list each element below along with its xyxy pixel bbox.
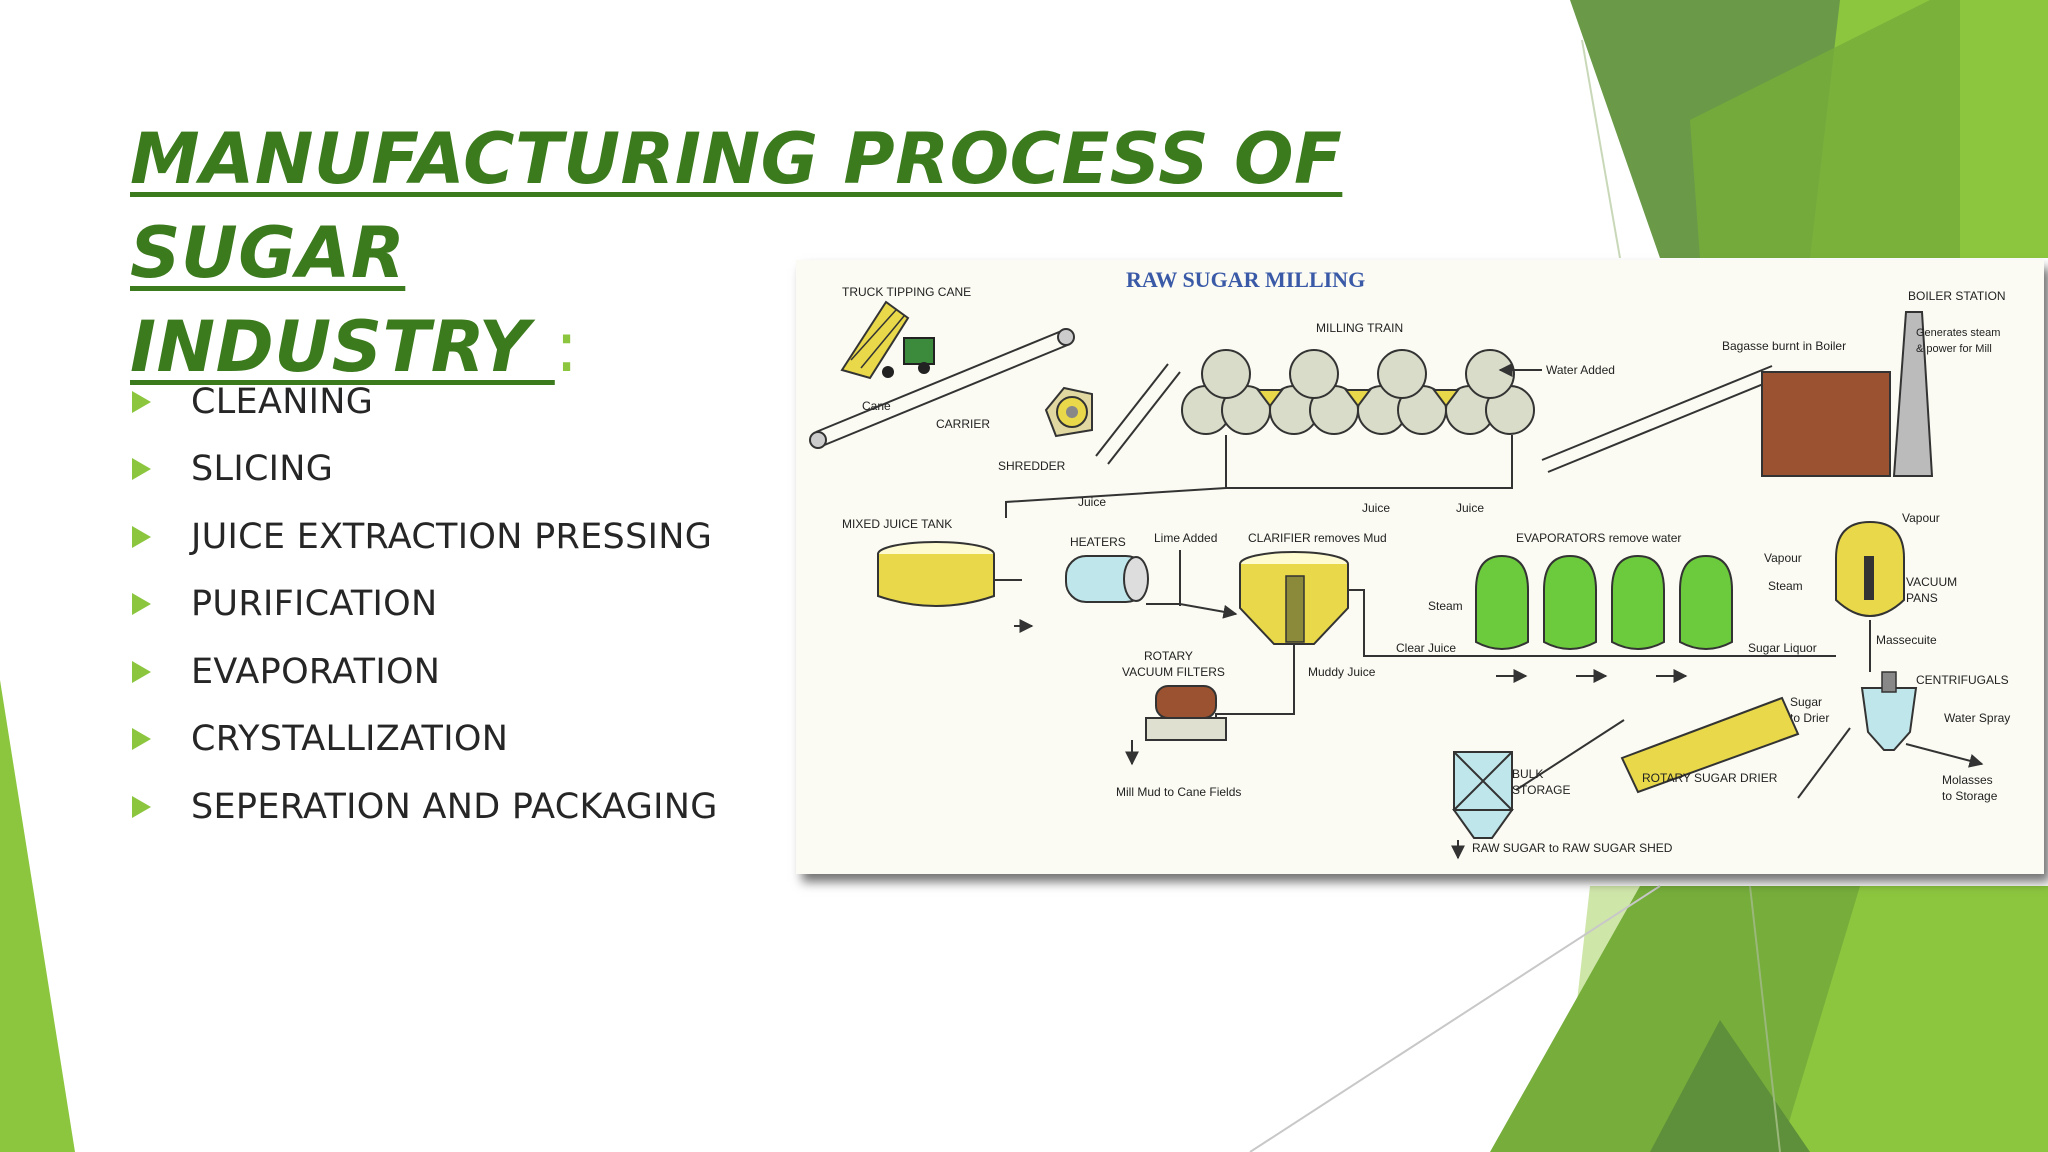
label-water-spray: Water Spray <box>1944 711 2010 725</box>
label-carrier: CARRIER <box>936 417 990 431</box>
bg-shape-top-right-mid <box>1690 0 1960 258</box>
label-steam-1: Steam <box>1428 599 1463 613</box>
label-sugar-to-drier-1: Sugar <box>1790 695 1822 709</box>
label-vacuum-pans-1: VACUUM <box>1906 575 1957 589</box>
list-item-text: EVAPORATION <box>191 651 441 692</box>
diagram-title: RAW SUGAR MILLING <box>1126 267 1365 292</box>
mixed-juice-tank-icon <box>877 541 995 607</box>
bg-thin-line-bottom <box>1249 885 1661 1152</box>
label-boiler-station: BOILER STATION <box>1908 289 2006 303</box>
label-lime-added: Lime Added <box>1154 531 1217 545</box>
label-rotary-filters-1: ROTARY <box>1144 649 1193 663</box>
slide-title-line2: INDUSTRY <box>130 306 555 388</box>
heaters-icon <box>1065 555 1149 603</box>
carrier-conveyor <box>809 328 1075 449</box>
clarifier-icon <box>1239 551 1349 645</box>
label-molasses-2: to Storage <box>1942 789 1998 803</box>
label-boiler-note-1: Generates steam <box>1916 327 2000 339</box>
process-steps-list: CLEANING SLICING JUICE EXTRACTION PRESSI… <box>132 368 718 841</box>
label-bagasse: Bagasse burnt in Boiler <box>1722 339 1846 353</box>
list-item: EVAPORATION <box>132 638 718 706</box>
label-vapour-1: Vapour <box>1764 551 1802 565</box>
label-boiler-note-2: & power for Mill <box>1916 343 1992 355</box>
slide-title-colon: : <box>554 306 579 388</box>
bullet-arrow-icon <box>132 660 151 683</box>
label-muddy-juice: Muddy Juice <box>1308 665 1376 679</box>
juice-pipe <box>1005 435 1513 518</box>
list-item-text: CRYSTALLIZATION <box>191 719 509 760</box>
label-juice-2: Juice <box>1362 501 1390 515</box>
label-sugar-to-drier-2: to Drier <box>1790 711 1829 725</box>
slide-title-line1: MANUFACTURING PROCESS OF SUGAR <box>130 118 1343 294</box>
label-juice-1: Juice <box>1078 495 1106 509</box>
list-item-text: SEPERATION AND PACKAGING <box>191 786 718 827</box>
label-vapour-2: Vapour <box>1902 511 1940 525</box>
label-juice-3: Juice <box>1456 501 1484 515</box>
label-rotary-sugar-drier: ROTARY SUGAR DRIER <box>1642 771 1778 785</box>
bulk-storage-icon <box>1452 719 1625 839</box>
raw-sugar-milling-diagram: RAW SUGAR MILLING TRUCK TIPPING CANE Can… <box>796 260 2044 874</box>
bullet-arrow-icon <box>132 458 151 481</box>
list-item: SLICING <box>132 436 718 504</box>
label-centrifugals: CENTRIFUGALS <box>1916 673 2009 687</box>
label-steam-2: Steam <box>1768 579 1803 593</box>
label-massecuite: Massecuite <box>1876 633 1937 647</box>
bg-shape-bottom-right-dark <box>1650 1020 1810 1152</box>
label-evaporators: EVAPORATORS remove water <box>1516 531 1681 545</box>
label-vacuum-pans-2: PANS <box>1906 591 1938 605</box>
boiler-station-icon <box>1761 311 1934 477</box>
label-milling-train: MILLING TRAIN <box>1316 321 1403 335</box>
label-clarifier: CLARIFIER removes Mud <box>1248 531 1387 545</box>
rotary-vacuum-filters-icon <box>1125 685 1227 766</box>
label-bulk-storage-2: STORAGE <box>1512 783 1570 797</box>
label-shredder: SHREDDER <box>998 459 1066 473</box>
label-mixed-juice-tank: MIXED JUICE TANK <box>842 517 952 531</box>
slide-title: MANUFACTURING PROCESS OF SUGAR INDUSTRY … <box>130 112 1530 394</box>
shredder-icon <box>1044 363 1181 465</box>
label-truck-tipping-cane: TRUCK TIPPING CANE <box>842 285 971 299</box>
label-bulk-storage-1: BULK <box>1512 767 1543 781</box>
evaporators-icon <box>1475 554 1733 650</box>
list-item: PURIFICATION <box>132 571 718 639</box>
bullet-arrow-icon <box>132 390 151 413</box>
list-item: CLEANING <box>132 368 718 436</box>
label-raw-sugar-shed: RAW SUGAR to RAW SUGAR SHED <box>1472 841 1673 855</box>
list-item-text: SLICING <box>191 449 334 490</box>
list-item-text: CLEANING <box>191 381 374 422</box>
rotary-sugar-drier-icon <box>1620 696 1851 799</box>
truck-icon <box>840 300 935 380</box>
bullet-arrow-icon <box>132 525 151 548</box>
vacuum-pans-icon <box>1835 520 1905 617</box>
label-rotary-filters-2: VACUUM FILTERS <box>1122 665 1225 679</box>
milling-train-rollers <box>1181 349 1535 435</box>
bg-thin-line-top <box>1581 39 1621 259</box>
bagasse-conveyor <box>1541 365 1773 461</box>
bullet-arrow-icon <box>132 593 151 616</box>
bullet-arrow-icon <box>132 795 151 818</box>
label-clear-juice: Clear Juice <box>1396 641 1456 655</box>
centrifugals-icon <box>1860 671 1918 751</box>
label-molasses-1: Molasses <box>1942 773 1993 787</box>
label-sugar-liquor: Sugar Liquor <box>1748 641 1817 655</box>
list-item-text: JUICE EXTRACTION PRESSING <box>191 516 713 557</box>
label-water-added: Water Added <box>1546 363 1615 377</box>
list-item: SEPERATION AND PACKAGING <box>132 773 718 841</box>
label-heaters: HEATERS <box>1070 535 1126 549</box>
list-item-text: PURIFICATION <box>191 584 438 625</box>
bg-shape-left-strip <box>0 680 75 1152</box>
bg-shape-bottom-right-light <box>1780 886 2048 1152</box>
bg-thin-line-bottom-2 <box>1749 885 1781 1152</box>
list-item: CRYSTALLIZATION <box>132 706 718 774</box>
label-mill-mud: Mill Mud to Cane Fields <box>1116 785 1241 799</box>
list-item: JUICE EXTRACTION PRESSING <box>132 503 718 571</box>
bullet-arrow-icon <box>132 728 151 751</box>
